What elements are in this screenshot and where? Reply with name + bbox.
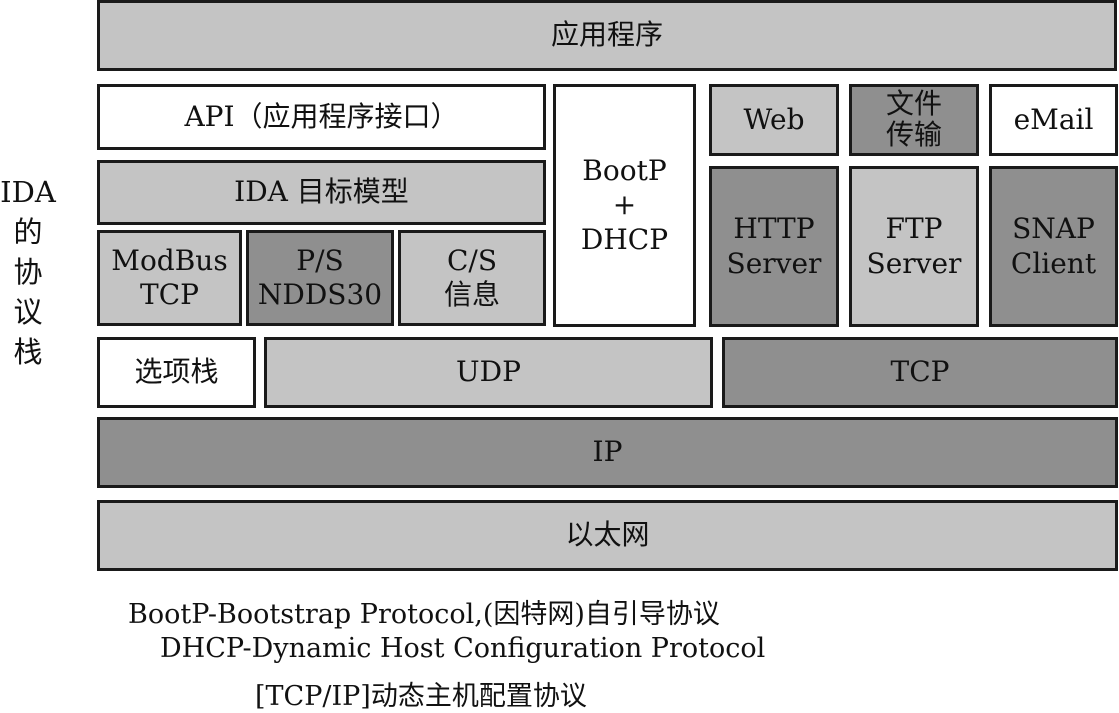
ps-ndds-box: P/S NDDS30 (246, 230, 394, 326)
side-label-char: 议 (13, 295, 43, 329)
cs-line-1: C/S (446, 243, 498, 277)
snap-client-box: SNAP Client (989, 166, 1118, 327)
web-label: Web (743, 102, 805, 136)
file-transfer-line-1: 文件 (885, 87, 942, 121)
cs-message-box: C/S 信息 (398, 230, 546, 326)
ps-line-1: P/S (296, 243, 344, 277)
option-stack-box: 选项栈 (97, 337, 256, 408)
ethernet-label: 以太网 (565, 518, 650, 552)
ftp-line-1: FTP (885, 212, 943, 246)
file-transfer-box: 文件 传输 (849, 84, 979, 156)
note-bootp: BootP-Bootstrap Protocol,(因特网)自引导协议 (128, 599, 720, 630)
side-label-char: 协 (13, 255, 43, 289)
snap-line-2: Client (1010, 246, 1097, 280)
ps-line-2: NDDS30 (257, 278, 383, 311)
http-server-box: HTTP Server (709, 166, 839, 327)
ip-label: IP (592, 435, 623, 469)
note-dhcp: DHCP-Dynamic Host Configuration Protocol (160, 633, 766, 664)
side-label-char: IDA (0, 175, 56, 209)
web-box: Web (709, 84, 839, 156)
modbus-tcp-box: ModBus TCP (97, 230, 242, 326)
ida-model-label: IDA 目标模型 (234, 175, 409, 209)
ftp-server-box: FTP Server (849, 166, 979, 327)
api-box: API（应用程序接口） (97, 84, 546, 150)
api-label: API（应用程序接口） (184, 99, 459, 133)
side-label-char: 栈 (13, 335, 43, 369)
http-line-1: HTTP (733, 212, 815, 246)
bootp-line-2: + (612, 188, 637, 222)
bootp-dhcp-box: BootP + DHCP (553, 84, 696, 327)
ip-layer: IP (97, 417, 1118, 488)
note-dhcp-cn: [TCP/IP]动态主机配置协议 (255, 681, 587, 712)
tcp-box: TCP (722, 337, 1118, 408)
snap-line-1: SNAP (1012, 212, 1095, 246)
tcp-label: TCP (890, 355, 950, 389)
email-box: eMail (989, 84, 1118, 156)
file-transfer-line-2: 传输 (885, 118, 942, 151)
bootp-line-3: DHCP (580, 222, 669, 256)
side-label-char: 的 (13, 215, 43, 249)
udp-label: UDP (456, 355, 521, 389)
protocol-stack-side-label: IDA 的 协 议 栈 (0, 172, 56, 372)
http-line-2: Server (726, 246, 822, 280)
cs-line-2: 信息 (443, 278, 500, 311)
ida-model-box: IDA 目标模型 (97, 160, 546, 225)
email-label: eMail (1013, 102, 1094, 136)
modbus-line-2: TCP (140, 278, 199, 311)
option-stack-label: 选项栈 (134, 355, 219, 389)
application-label: 应用程序 (550, 18, 663, 52)
bootp-line-1: BootP (582, 154, 667, 188)
udp-box: UDP (264, 337, 713, 408)
ethernet-layer: 以太网 (97, 500, 1118, 571)
modbus-line-1: ModBus (111, 243, 228, 277)
ftp-line-2: Server (866, 246, 962, 280)
application-layer: 应用程序 (97, 0, 1117, 71)
